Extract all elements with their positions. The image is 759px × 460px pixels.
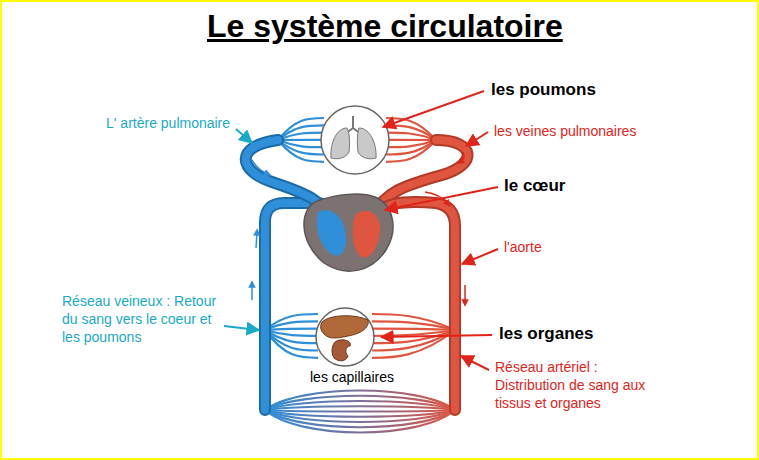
lungs-illustration xyxy=(321,106,389,174)
capillary-strand xyxy=(278,118,324,140)
flow-arrows xyxy=(252,152,465,303)
capillary-strand xyxy=(278,140,324,162)
capillary-strand xyxy=(265,401,455,410)
network-note: Réseau veineux : Retour du sang vers le … xyxy=(60,292,224,347)
capillary-strand xyxy=(386,125,436,140)
capillary-strand xyxy=(265,410,455,433)
capillary-strand xyxy=(386,139,436,141)
capillary-strand xyxy=(372,314,455,330)
capillary-strand xyxy=(265,410,455,417)
capillary-strand xyxy=(372,330,455,351)
diagram-title: Le système circulatoire xyxy=(207,6,563,48)
capillary-strand xyxy=(386,118,436,140)
vessel-label: L' artère pulmonaire xyxy=(104,114,232,132)
capillary-strand xyxy=(372,330,455,358)
capillary-strand xyxy=(278,125,324,140)
capillary-strand xyxy=(386,133,436,140)
capillary-label: les capillaires xyxy=(308,368,396,386)
capillary-strand xyxy=(265,406,455,410)
capillary-strand xyxy=(278,139,324,141)
vessel-label: les veines pulmonaires xyxy=(492,122,638,140)
capillary-strand xyxy=(372,329,455,330)
capillary-strand xyxy=(265,391,455,411)
capillary-strand xyxy=(372,321,455,330)
organ-label: les poumons xyxy=(489,79,598,101)
blood-vessels xyxy=(246,140,468,410)
capillary-strand xyxy=(265,330,318,358)
capillary-strand xyxy=(265,329,318,330)
heart-illustration xyxy=(304,194,393,271)
organ-label: le cœur xyxy=(502,175,567,197)
leader-arrows xyxy=(224,91,498,370)
capillary-strand xyxy=(278,133,324,140)
capillary-strand xyxy=(386,140,436,162)
capillary-strand xyxy=(265,410,455,412)
organs-illustration xyxy=(316,308,374,366)
vessel-label: l'aorte xyxy=(502,238,544,256)
network-note: Réseau artériel : Distribution de sang a… xyxy=(493,358,659,413)
organ-label: les organes xyxy=(497,323,596,345)
capillary-strand xyxy=(265,321,318,330)
capillary-strand xyxy=(265,314,318,330)
capillary-strand xyxy=(265,396,455,410)
